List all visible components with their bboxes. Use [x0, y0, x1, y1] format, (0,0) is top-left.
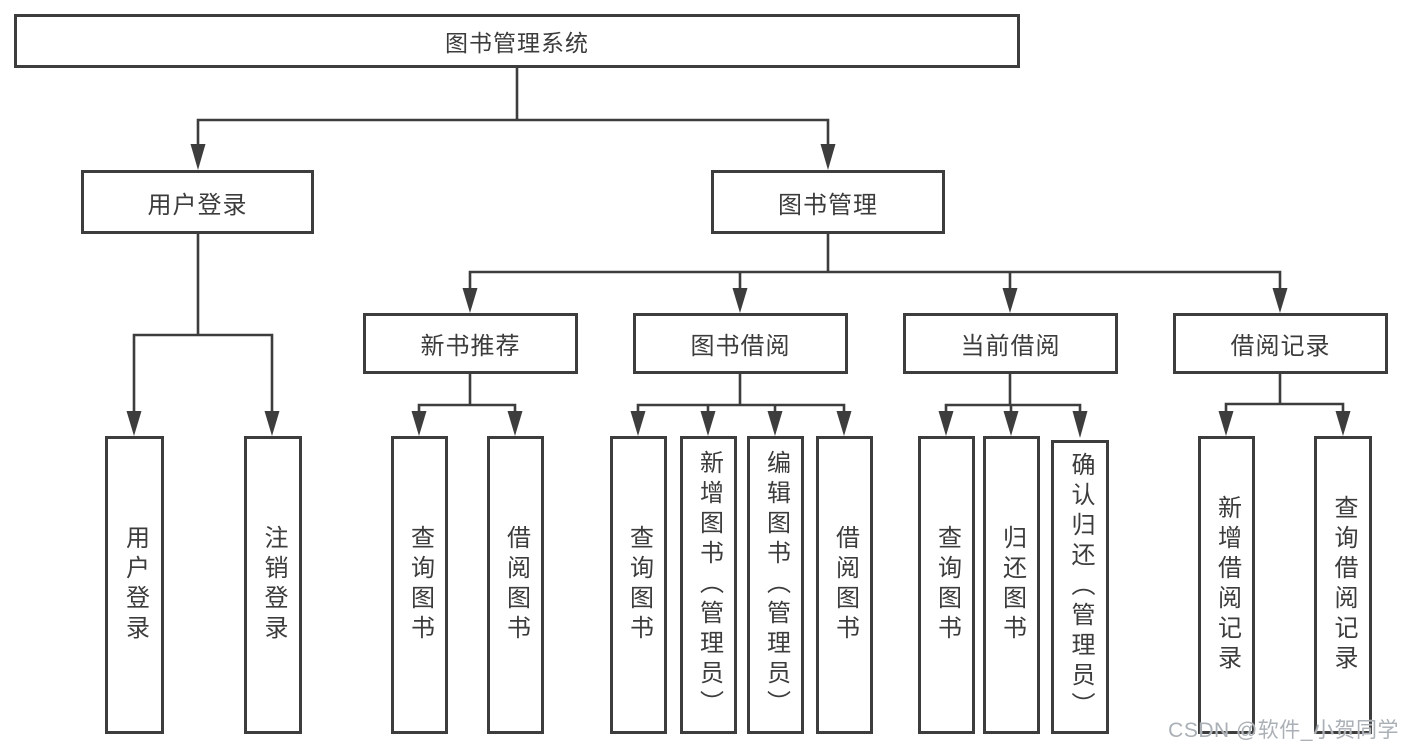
leaf-label: 归还图书	[998, 525, 1026, 645]
leaf-label: 借阅图书	[831, 525, 859, 645]
connector-book-mgmt	[462, 234, 1288, 313]
leaf-edit-books-admin: 编辑图书（管理员）	[747, 436, 804, 734]
leaf-label: 注销登录	[260, 525, 287, 645]
leaf-label: 编辑图书（管理员）	[762, 450, 790, 720]
leaf-user-login: 用户登录	[105, 436, 164, 734]
connector-root	[190, 68, 836, 170]
node-label: 图书管理	[778, 191, 878, 219]
leaf-query-books-2: 查询图书	[610, 436, 667, 734]
leaf-add-borrow-record: 新增借阅记录	[1198, 436, 1255, 734]
leaf-label: 查询图书	[625, 525, 653, 645]
leaf-label: 确认归还（管理员）	[1067, 452, 1094, 722]
leaf-label: 借阅图书	[502, 525, 530, 645]
leaf-label: 用户登录	[121, 525, 149, 645]
node-label: 新书推荐	[420, 333, 521, 360]
leaf-borrow-books-2: 借阅图书	[816, 436, 873, 734]
leaf-label: 新增借阅记录	[1213, 495, 1241, 675]
leaf-label: 查询借阅记录	[1330, 495, 1357, 675]
leaf-label: 查询图书	[406, 525, 434, 645]
node-label: 用户登录	[147, 191, 248, 219]
node-book-management: 图书管理	[711, 170, 945, 234]
leaf-logout: 注销登录	[244, 436, 302, 734]
leaf-label: 新增图书（管理员）	[695, 450, 723, 720]
node-book-borrowing: 图书借阅	[633, 313, 848, 374]
connector-book-borrow	[630, 374, 852, 436]
node-user-login: 用户登录	[81, 170, 314, 234]
connector-borrow-records	[1218, 374, 1351, 436]
node-label: 当前借阅	[960, 333, 1061, 360]
node-label: 借阅记录	[1230, 333, 1331, 360]
leaf-borrow-books-1: 借阅图书	[487, 436, 544, 734]
leaf-confirm-return-admin: 确认归还（管理员）	[1051, 440, 1109, 734]
connector-current-borrow	[938, 374, 1088, 438]
node-borrowing-records: 借阅记录	[1173, 313, 1388, 374]
node-label: 图书管理系统	[445, 30, 589, 56]
node-new-book-recommend: 新书推荐	[363, 313, 578, 374]
connector-new-book	[411, 374, 523, 436]
leaf-label: 查询图书	[933, 525, 961, 645]
leaf-query-borrow-record: 查询借阅记录	[1314, 436, 1372, 734]
node-root-system: 图书管理系统	[14, 14, 1020, 68]
leaf-query-books-1: 查询图书	[391, 436, 448, 734]
leaf-add-books-admin: 新增图书（管理员）	[680, 436, 737, 734]
connector-user-login	[126, 234, 280, 436]
node-label: 图书借阅	[690, 333, 791, 360]
node-current-borrowing: 当前借阅	[903, 313, 1118, 374]
leaf-return-books: 归还图书	[983, 436, 1040, 734]
leaf-query-books-3: 查询图书	[918, 436, 975, 734]
